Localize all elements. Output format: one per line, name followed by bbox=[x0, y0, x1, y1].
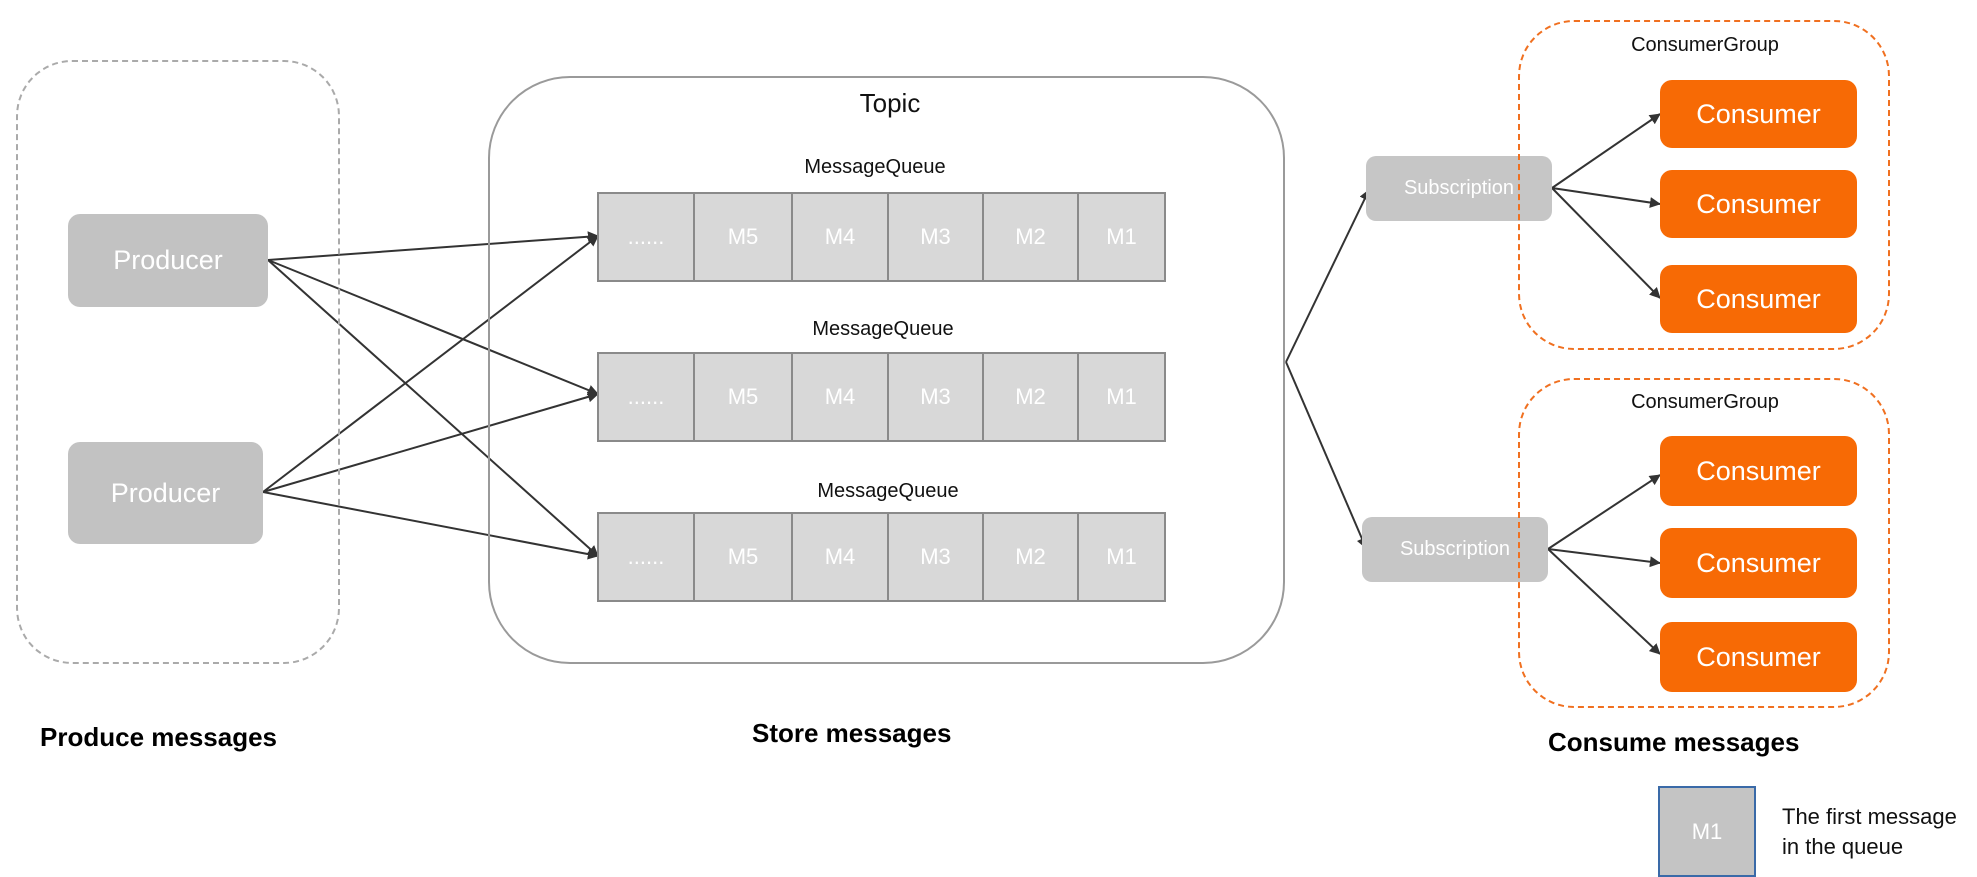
queue-cell: M2 bbox=[984, 194, 1079, 280]
producer-box-2: Producer bbox=[68, 442, 263, 544]
arrow-topic-subscription1 bbox=[1285, 189, 1370, 363]
queue-cell: M4 bbox=[793, 514, 889, 600]
queue-cell-ellipsis: ...... bbox=[599, 514, 695, 600]
consumer-box: Consumer bbox=[1660, 170, 1857, 238]
subscription-label: Subscription bbox=[1399, 538, 1511, 560]
section-title-consume: Consume messages bbox=[1548, 727, 1800, 757]
consumer-label: Consumer bbox=[1696, 98, 1821, 129]
queue-cell-first: M1 bbox=[1106, 384, 1137, 409]
queue-cell-ellipsis: ...... bbox=[599, 354, 695, 440]
consumer-group-label: ConsumerGroup bbox=[1631, 391, 1779, 413]
subscription-box-1: Subscription bbox=[1366, 156, 1552, 221]
section-title-store: Store messages bbox=[752, 718, 952, 748]
consumer-group-label: ConsumerGroup bbox=[1631, 34, 1779, 56]
queue-cell: M3 bbox=[889, 354, 984, 440]
queue-cell-ellipsis: ...... bbox=[599, 194, 695, 280]
queue-cell-first: M1 bbox=[1106, 224, 1137, 249]
consumer-label: Consumer bbox=[1696, 455, 1821, 486]
message-queue-label: MessageQueue bbox=[812, 318, 954, 340]
producer-group bbox=[16, 60, 340, 664]
queue-cell: M4 bbox=[793, 354, 889, 440]
producer-label: Producer bbox=[110, 477, 221, 508]
queue-cell: M4 bbox=[793, 194, 889, 280]
consumer-box: Consumer bbox=[1660, 436, 1857, 506]
queue-cell: M3 bbox=[889, 194, 984, 280]
message-queue: ...... M5 M4 M3 M2 M1 bbox=[597, 512, 1166, 602]
topic-container bbox=[488, 76, 1285, 664]
queue-cell: M5 bbox=[695, 514, 793, 600]
consumer-box: Consumer bbox=[1660, 265, 1857, 333]
producer-label: Producer bbox=[113, 245, 223, 275]
consumer-label: Consumer bbox=[1696, 283, 1821, 314]
consumer-box: Consumer bbox=[1660, 622, 1857, 692]
consumer-box: Consumer bbox=[1660, 80, 1857, 148]
subscription-box-2: Subscription bbox=[1362, 517, 1548, 582]
arrow-topic-subscription2 bbox=[1285, 361, 1368, 549]
message-queue-label: MessageQueue bbox=[804, 156, 946, 178]
topic-title: Topic bbox=[859, 88, 921, 118]
producer-box-1: Producer bbox=[68, 214, 268, 307]
subscription-label: Subscription bbox=[1403, 177, 1515, 199]
consumer-label: Consumer bbox=[1696, 547, 1821, 578]
queue-cell: M3 bbox=[889, 514, 984, 600]
message-queue-label: MessageQueue bbox=[817, 480, 959, 502]
legend-swatch: M1 bbox=[1658, 786, 1756, 877]
queue-cell: M5 bbox=[695, 194, 793, 280]
consumer-label: Consumer bbox=[1696, 188, 1821, 219]
message-queue: ...... M5 M4 M3 M2 M1 bbox=[597, 352, 1166, 442]
queue-cell-first: M1 bbox=[1106, 544, 1137, 569]
queue-cell: M5 bbox=[695, 354, 793, 440]
queue-cell: M2 bbox=[984, 514, 1079, 600]
consumer-label: Consumer bbox=[1696, 641, 1821, 672]
legend-text-line1: The first message bbox=[1782, 804, 1957, 829]
consumer-group-2 bbox=[1518, 378, 1890, 708]
legend-text-line2: in the queue bbox=[1782, 834, 1904, 859]
section-title-produce: Produce messages bbox=[40, 722, 278, 752]
legend-swatch-label: M1 bbox=[1691, 818, 1723, 844]
legend-text: The first message in the queue bbox=[1782, 802, 1972, 862]
consumer-group-1 bbox=[1518, 20, 1890, 350]
message-queue: ...... M5 M4 M3 M2 M1 bbox=[597, 192, 1166, 282]
queue-cell: M2 bbox=[984, 354, 1079, 440]
consumer-box: Consumer bbox=[1660, 528, 1857, 598]
